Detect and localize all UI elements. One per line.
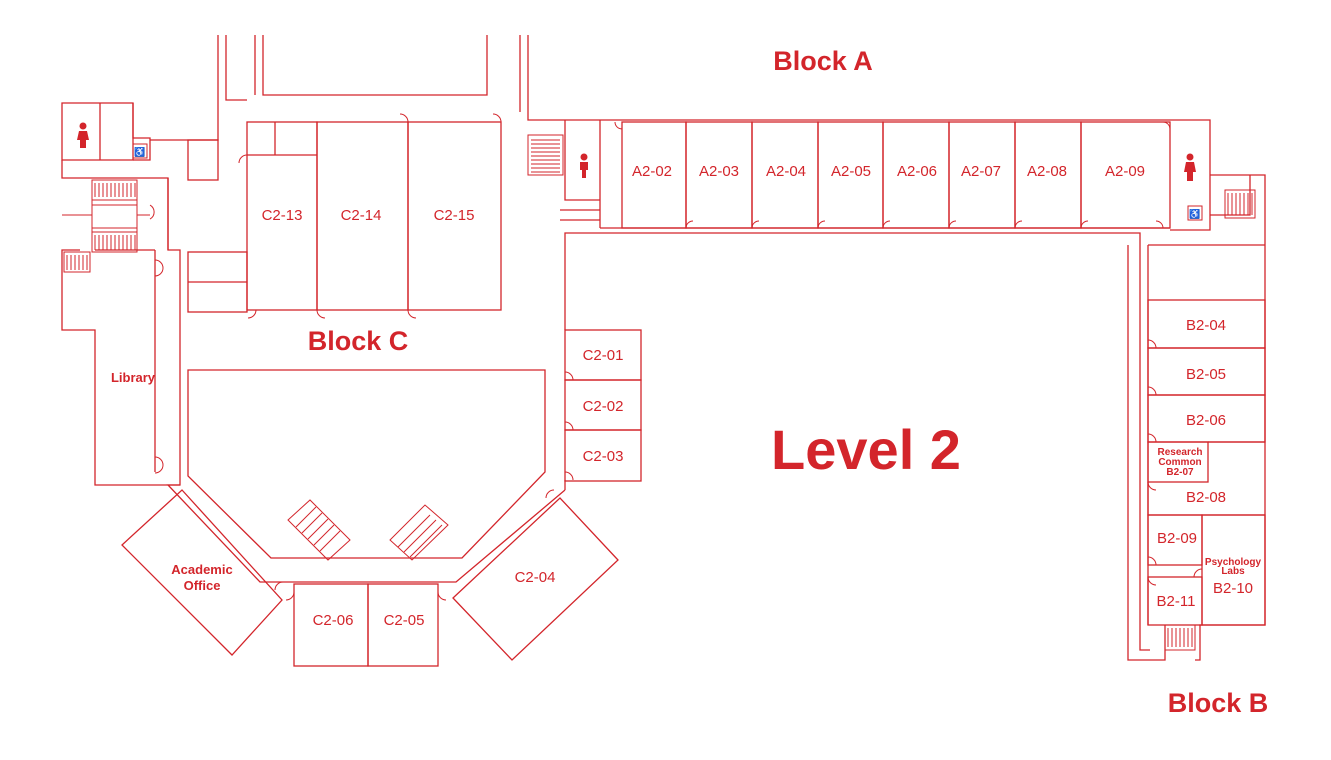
room-c2-04[interactable] (452, 497, 619, 661)
label-academic-office-2: Office (184, 578, 221, 593)
room-a2-09[interactable] (1080, 121, 1171, 229)
stairs-icon (1164, 624, 1196, 651)
block-b-wing: B2-04 B2-05 B2-06 Research Common B2-07 … (1127, 244, 1266, 661)
room-c2-15[interactable] (407, 121, 502, 311)
label-library: Library (111, 370, 156, 385)
label-b2-05: B2-05 (1186, 366, 1226, 383)
label-c2-05: C2-05 (384, 612, 425, 629)
label-c2-13: C2-13 (262, 207, 303, 224)
label-b2-04: B2-04 (1186, 317, 1226, 334)
room-c2-05[interactable] (367, 583, 439, 667)
label-research-common-1: Research (1157, 447, 1202, 458)
stairs-icon (287, 499, 351, 561)
label-a2-08: A2-08 (1027, 163, 1067, 180)
label-b2-11: B2-11 (1157, 593, 1196, 610)
wheelchair-icon: ♿ (132, 143, 148, 159)
stairs-icon (389, 504, 449, 561)
stairs-icon (63, 251, 91, 273)
label-a2-07: A2-07 (961, 163, 1001, 180)
label-c2-03: C2-03 (583, 448, 624, 465)
stairs-icon (1224, 189, 1256, 219)
label-b2-10: B2-10 (1213, 580, 1253, 597)
room-b2-10[interactable] (1201, 514, 1266, 626)
stairs-icon (527, 134, 564, 176)
block-c-north: C2-13 C2-14 C2-15 (187, 113, 502, 319)
label-psychology-labs-2: Labs (1221, 566, 1245, 577)
restroom-icon (77, 122, 89, 148)
wheelchair-icon: ♿ (1187, 205, 1203, 221)
label-a2-04: A2-04 (766, 163, 806, 180)
label-c2-04: C2-04 (515, 569, 556, 586)
west-wing: ♿ Library (61, 35, 247, 486)
label-a2-02: A2-02 (632, 163, 672, 180)
restroom-icon (1184, 153, 1196, 181)
label-b2-07: B2-07 (1166, 467, 1194, 478)
label-c2-02: C2-02 (583, 398, 624, 415)
person-icon (580, 153, 588, 178)
svg-text:♿: ♿ (1189, 208, 1200, 219)
label-c2-01: C2-01 (583, 347, 624, 364)
stairs-icon (62, 179, 150, 253)
room-c2-03[interactable] (564, 429, 642, 482)
block-b-label: Block B (1168, 688, 1269, 718)
label-c2-06: C2-06 (313, 612, 354, 629)
label-a2-09: A2-09 (1105, 163, 1145, 180)
label-academic-office-1: Academic (171, 562, 232, 577)
level-title: Level 2 (771, 418, 961, 481)
room-b2-07[interactable] (1147, 441, 1209, 483)
room-academic-office[interactable] (121, 489, 283, 656)
label-research-common-2: Common (1158, 457, 1201, 468)
block-a-stairs: ♿ (527, 134, 1256, 221)
label-c2-14: C2-14 (341, 207, 382, 224)
block-a-wing (254, 35, 1266, 245)
block-a-label: Block A (773, 46, 873, 76)
label-a2-05: A2-05 (831, 163, 871, 180)
central-hall (166, 369, 566, 583)
label-psychology-labs-1: Psychology (1205, 557, 1262, 568)
block-c-south-rooms: Academic Office C2-06 C2-05 C2-04 (121, 489, 619, 667)
svg-text:♿: ♿ (134, 146, 145, 157)
label-b2-09: B2-09 (1157, 530, 1197, 547)
label-b2-08: B2-08 (1186, 489, 1226, 506)
label-b2-06: B2-06 (1186, 412, 1226, 429)
block-c-east-rooms: C2-01 C2-02 C2-03 (564, 329, 642, 482)
label-a2-03: A2-03 (699, 163, 739, 180)
label-a2-06: A2-06 (897, 163, 937, 180)
block-a-rooms: A2-02 A2-03 A2-04 A2-05 A2-06 A2-07 A2-0… (614, 121, 1171, 229)
label-c2-15: C2-15 (434, 207, 475, 224)
block-c-label: Block C (308, 326, 409, 356)
